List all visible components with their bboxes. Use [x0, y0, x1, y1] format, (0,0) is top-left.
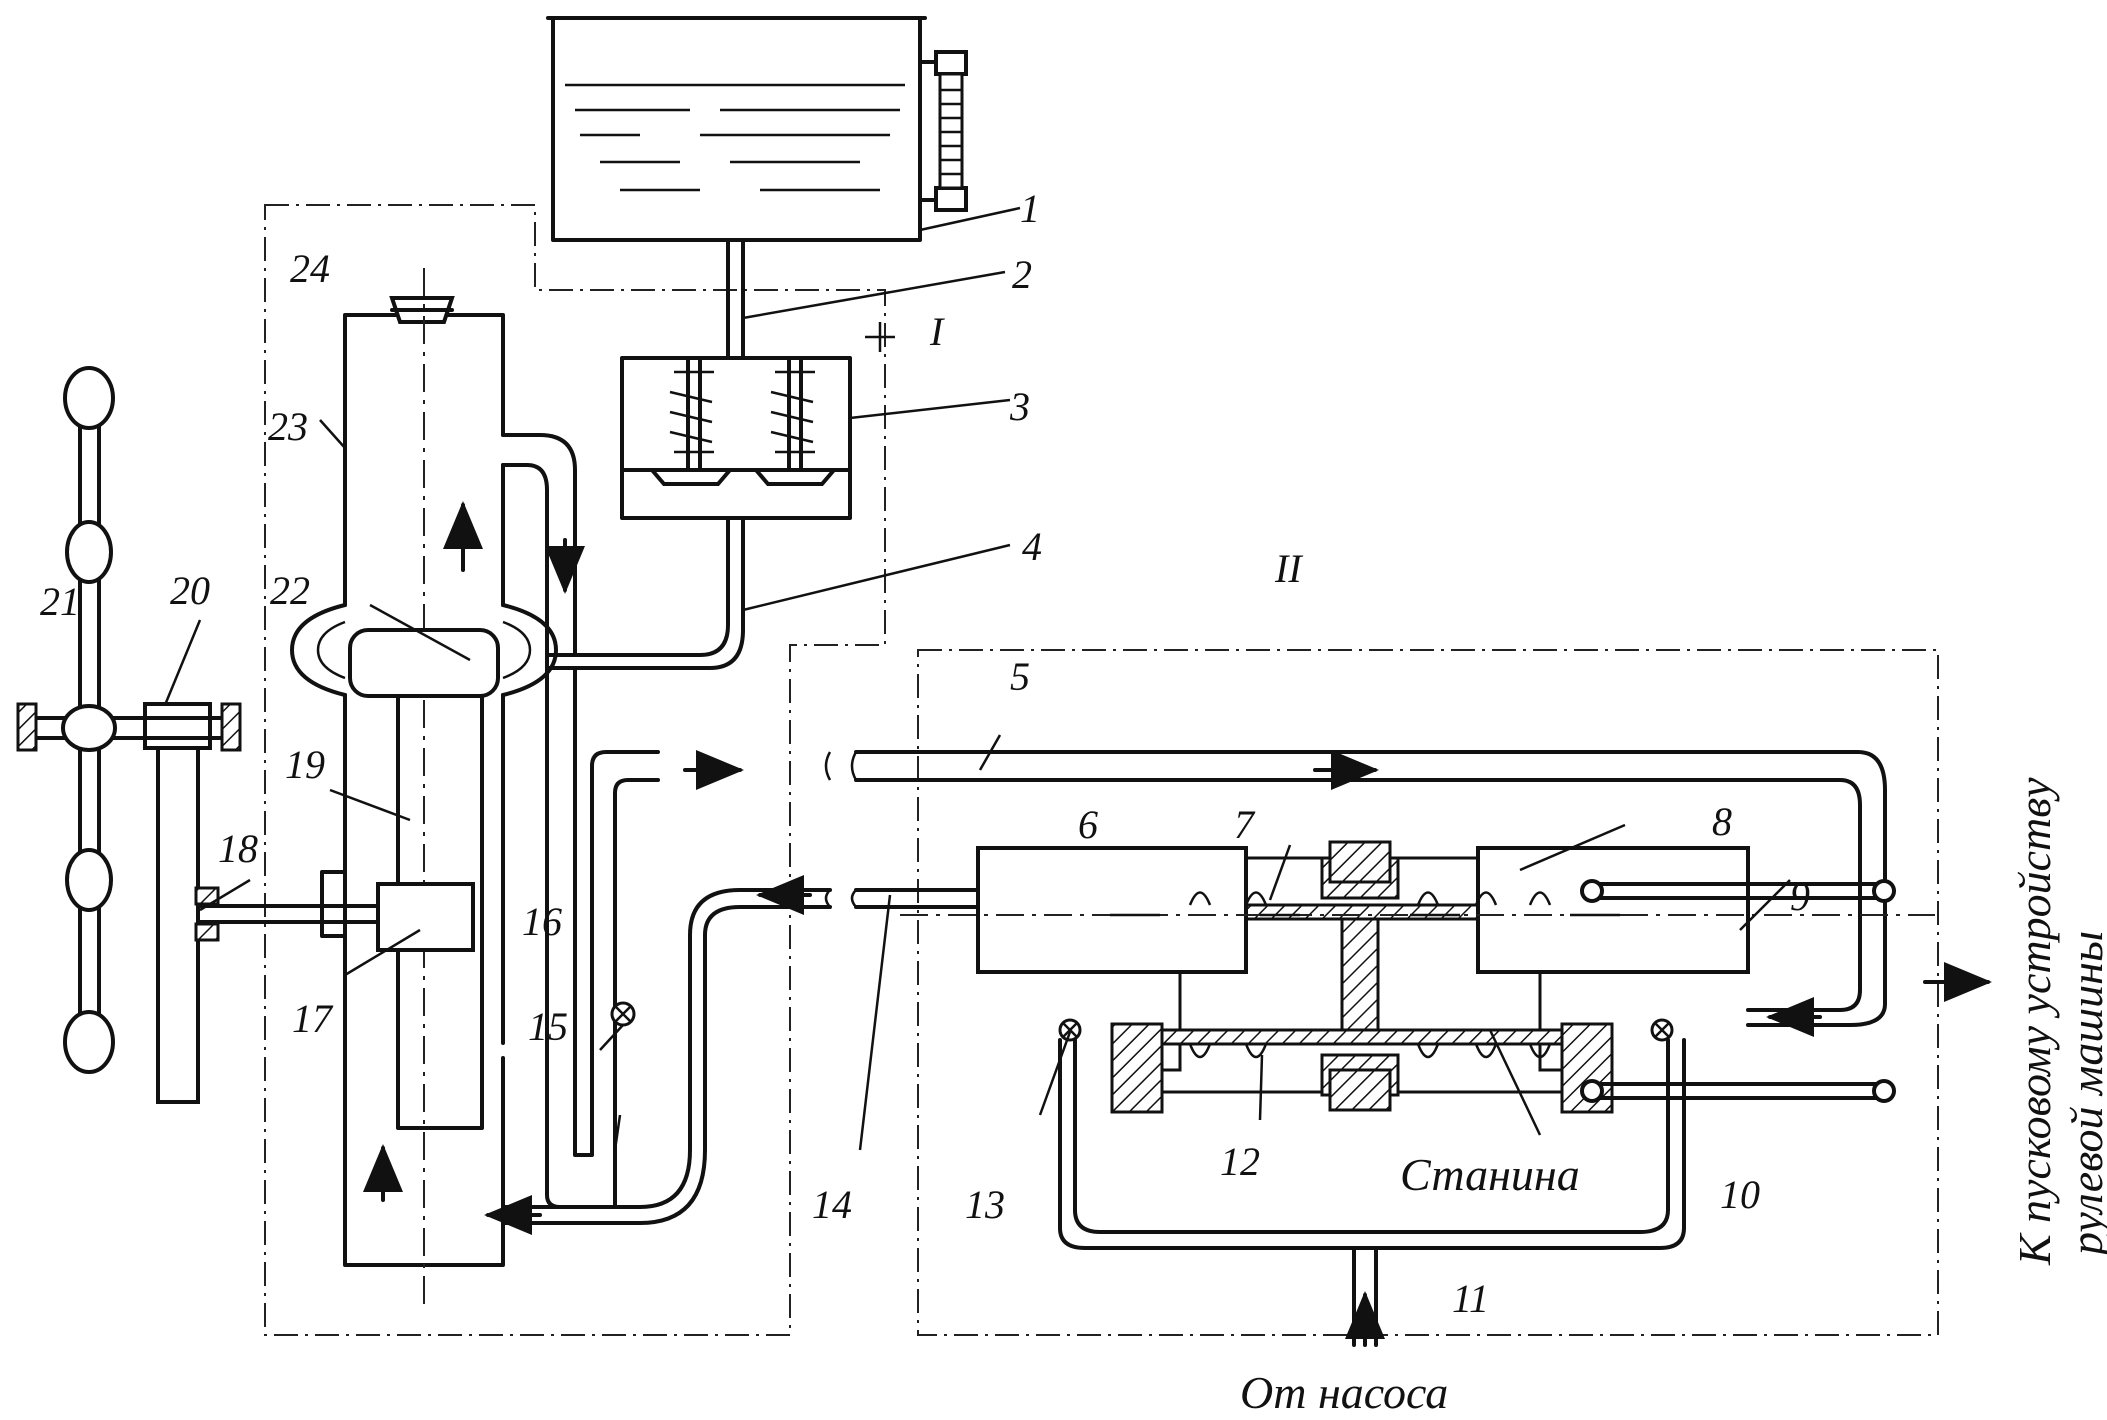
- control-rod-8: [1580, 879, 1896, 1103]
- valve-10: [1650, 1018, 1674, 1042]
- piston-22: [348, 628, 500, 698]
- level-gauge-icon: [918, 50, 968, 212]
- link-rod: [194, 904, 380, 924]
- lever-18: [156, 736, 200, 1104]
- pipe-4: [545, 516, 745, 670]
- spring-12: [1188, 891, 1552, 1059]
- pipe-break-5: [824, 751, 858, 781]
- label-3: 3: [1009, 384, 1030, 429]
- label-18: 18: [218, 826, 258, 871]
- label-19: 19: [285, 742, 325, 787]
- caption-frame: Станина: [1400, 1149, 1580, 1200]
- zone-1-boundary: [264, 204, 886, 1336]
- label-12: 12: [1220, 1139, 1260, 1184]
- guide-bracket: [320, 870, 347, 938]
- pump-feed-pipe: [1058, 1038, 1686, 1250]
- label-8: 8: [1712, 799, 1732, 844]
- air-vent-valve: [389, 296, 455, 324]
- label-16: 16: [522, 899, 562, 944]
- label-4: 4: [1022, 524, 1042, 569]
- bracket-20: [143, 702, 212, 750]
- zone-1-marker: [865, 322, 895, 352]
- handwheel-icon: [61, 366, 117, 1074]
- caption-to-starter-line2: рулевой машины: [2061, 931, 2107, 1258]
- caption-from-pump: От насоса: [1240, 1367, 1448, 1418]
- zone-2-boundary: [917, 649, 1939, 1336]
- leader-lines: [163, 206, 1791, 1151]
- label-22: 22: [270, 568, 310, 613]
- valve-13: [1058, 1018, 1082, 1042]
- label-17: 17: [292, 996, 334, 1041]
- stops: [1328, 840, 1392, 1112]
- label-9: 9: [1790, 874, 1810, 919]
- label-6: 6: [1078, 802, 1098, 847]
- label-zone-1: I: [929, 309, 945, 354]
- ball-valve-icon: [610, 1001, 636, 1027]
- spring-icon: [647, 358, 839, 486]
- return-pipe: [501, 653, 832, 1225]
- shaft: [20, 716, 230, 740]
- label-5: 5: [1010, 654, 1030, 699]
- pipe-2: [726, 238, 745, 360]
- main-cylinder: [290, 313, 577, 1267]
- plunger-9: [1476, 846, 1750, 974]
- follower-17: [376, 882, 475, 952]
- label-7: 7: [1234, 802, 1256, 847]
- label-11: 11: [1452, 1276, 1489, 1321]
- valve-block: [620, 356, 852, 520]
- plunger-6: [976, 846, 1248, 974]
- label-14: 14: [812, 1182, 852, 1227]
- oil-tank: [546, 16, 927, 242]
- label-21: 21: [40, 579, 80, 624]
- bearing-hatching: [16, 702, 242, 942]
- label-24: 24: [290, 246, 330, 291]
- label-1: 1: [1020, 186, 1040, 231]
- pipe-break-14: [824, 889, 857, 908]
- label-15: 15: [528, 1004, 568, 1049]
- label-13: 13: [965, 1182, 1005, 1227]
- flow-arrow-icon: [363, 501, 1992, 1347]
- label-10: 10: [1720, 1172, 1760, 1217]
- caption-to-starter: К пусковому устройству рулевой машины: [2009, 777, 2107, 1266]
- label-2: 2: [1012, 252, 1032, 297]
- caption-to-starter-line1: К пусковому устройству: [2009, 777, 2060, 1266]
- pipe-14: [854, 888, 980, 909]
- label-20: 20: [170, 568, 210, 613]
- label-zone-2: II: [1274, 546, 1303, 591]
- label-23: 23: [268, 404, 308, 449]
